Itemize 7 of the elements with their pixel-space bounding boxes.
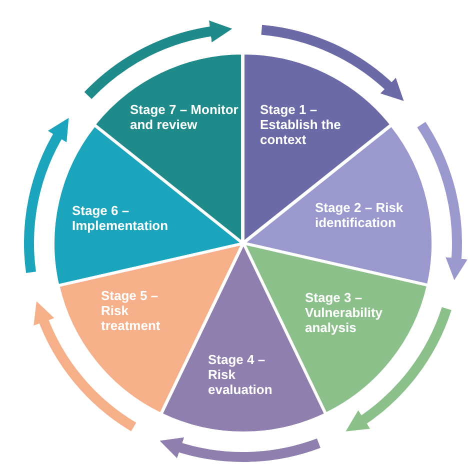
stage-label: Stage 2 – Risk identification [315, 200, 404, 231]
stage-label: Stage 6 – Implementation [72, 204, 170, 234]
stage-label: Stage 7 – Monitor and review [130, 103, 240, 133]
stage-label: Stage 3 – Vulnerability analysis [305, 291, 384, 336]
stage-label: Stage 5 – Risk treatment [100, 289, 162, 334]
stage-label: Stage 1 – Establish the context [260, 103, 342, 148]
stage-label: Stage 4 – Risk evaluation [208, 353, 274, 398]
